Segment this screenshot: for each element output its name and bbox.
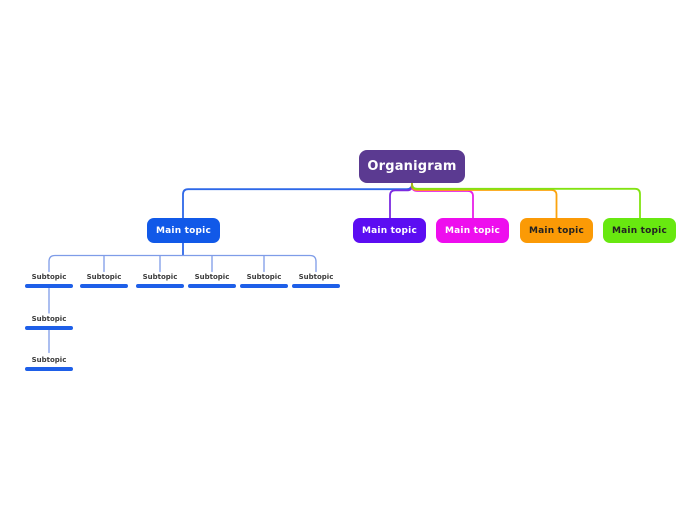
nested-subtopic-node-2[interactable]: Subtopic (22, 355, 76, 371)
main-topic-node-2[interactable]: Main topic (353, 218, 426, 243)
subtopic-bar (25, 325, 73, 330)
subtopic-bar (25, 366, 73, 371)
nested-subtopic-node-1[interactable]: Subtopic (22, 314, 76, 330)
subtopic-bar (80, 283, 128, 288)
subtopic-bar (240, 283, 288, 288)
connector-subtopic-rail (48, 254, 317, 273)
subtopic-node-2[interactable]: Subtopic (77, 272, 131, 288)
main-topic-node-1[interactable]: Main topic (147, 218, 220, 243)
subtopic-node-5[interactable]: Subtopic (237, 272, 291, 288)
subtopic-bar (292, 283, 340, 288)
main-topic-node-3[interactable]: Main topic (436, 218, 509, 243)
subtopic-bar (136, 283, 184, 288)
subtopic-node-1[interactable]: Subtopic (22, 272, 76, 288)
main-topic-node-4[interactable]: Main topic (520, 218, 593, 243)
subtopic-node-3[interactable]: Subtopic (133, 272, 187, 288)
subtopic-label: Subtopic (31, 355, 67, 364)
connector-main-topic-5 (411, 183, 641, 219)
subtopic-label: Subtopic (31, 314, 67, 323)
subtopic-node-4[interactable]: Subtopic (185, 272, 239, 288)
subtopic-label: Subtopic (298, 272, 334, 281)
subtopic-node-6[interactable]: Subtopic (289, 272, 343, 288)
root-topic-node[interactable]: Organigram (359, 150, 465, 183)
subtopic-bar (188, 283, 236, 288)
subtopic-label: Subtopic (194, 272, 230, 281)
subtopic-label: Subtopic (31, 272, 67, 281)
subtopic-label: Subtopic (142, 272, 178, 281)
subtopic-bar (25, 283, 73, 288)
main-topic-node-5[interactable]: Main topic (603, 218, 676, 243)
subtopic-label: Subtopic (246, 272, 282, 281)
subtopic-label: Subtopic (86, 272, 122, 281)
